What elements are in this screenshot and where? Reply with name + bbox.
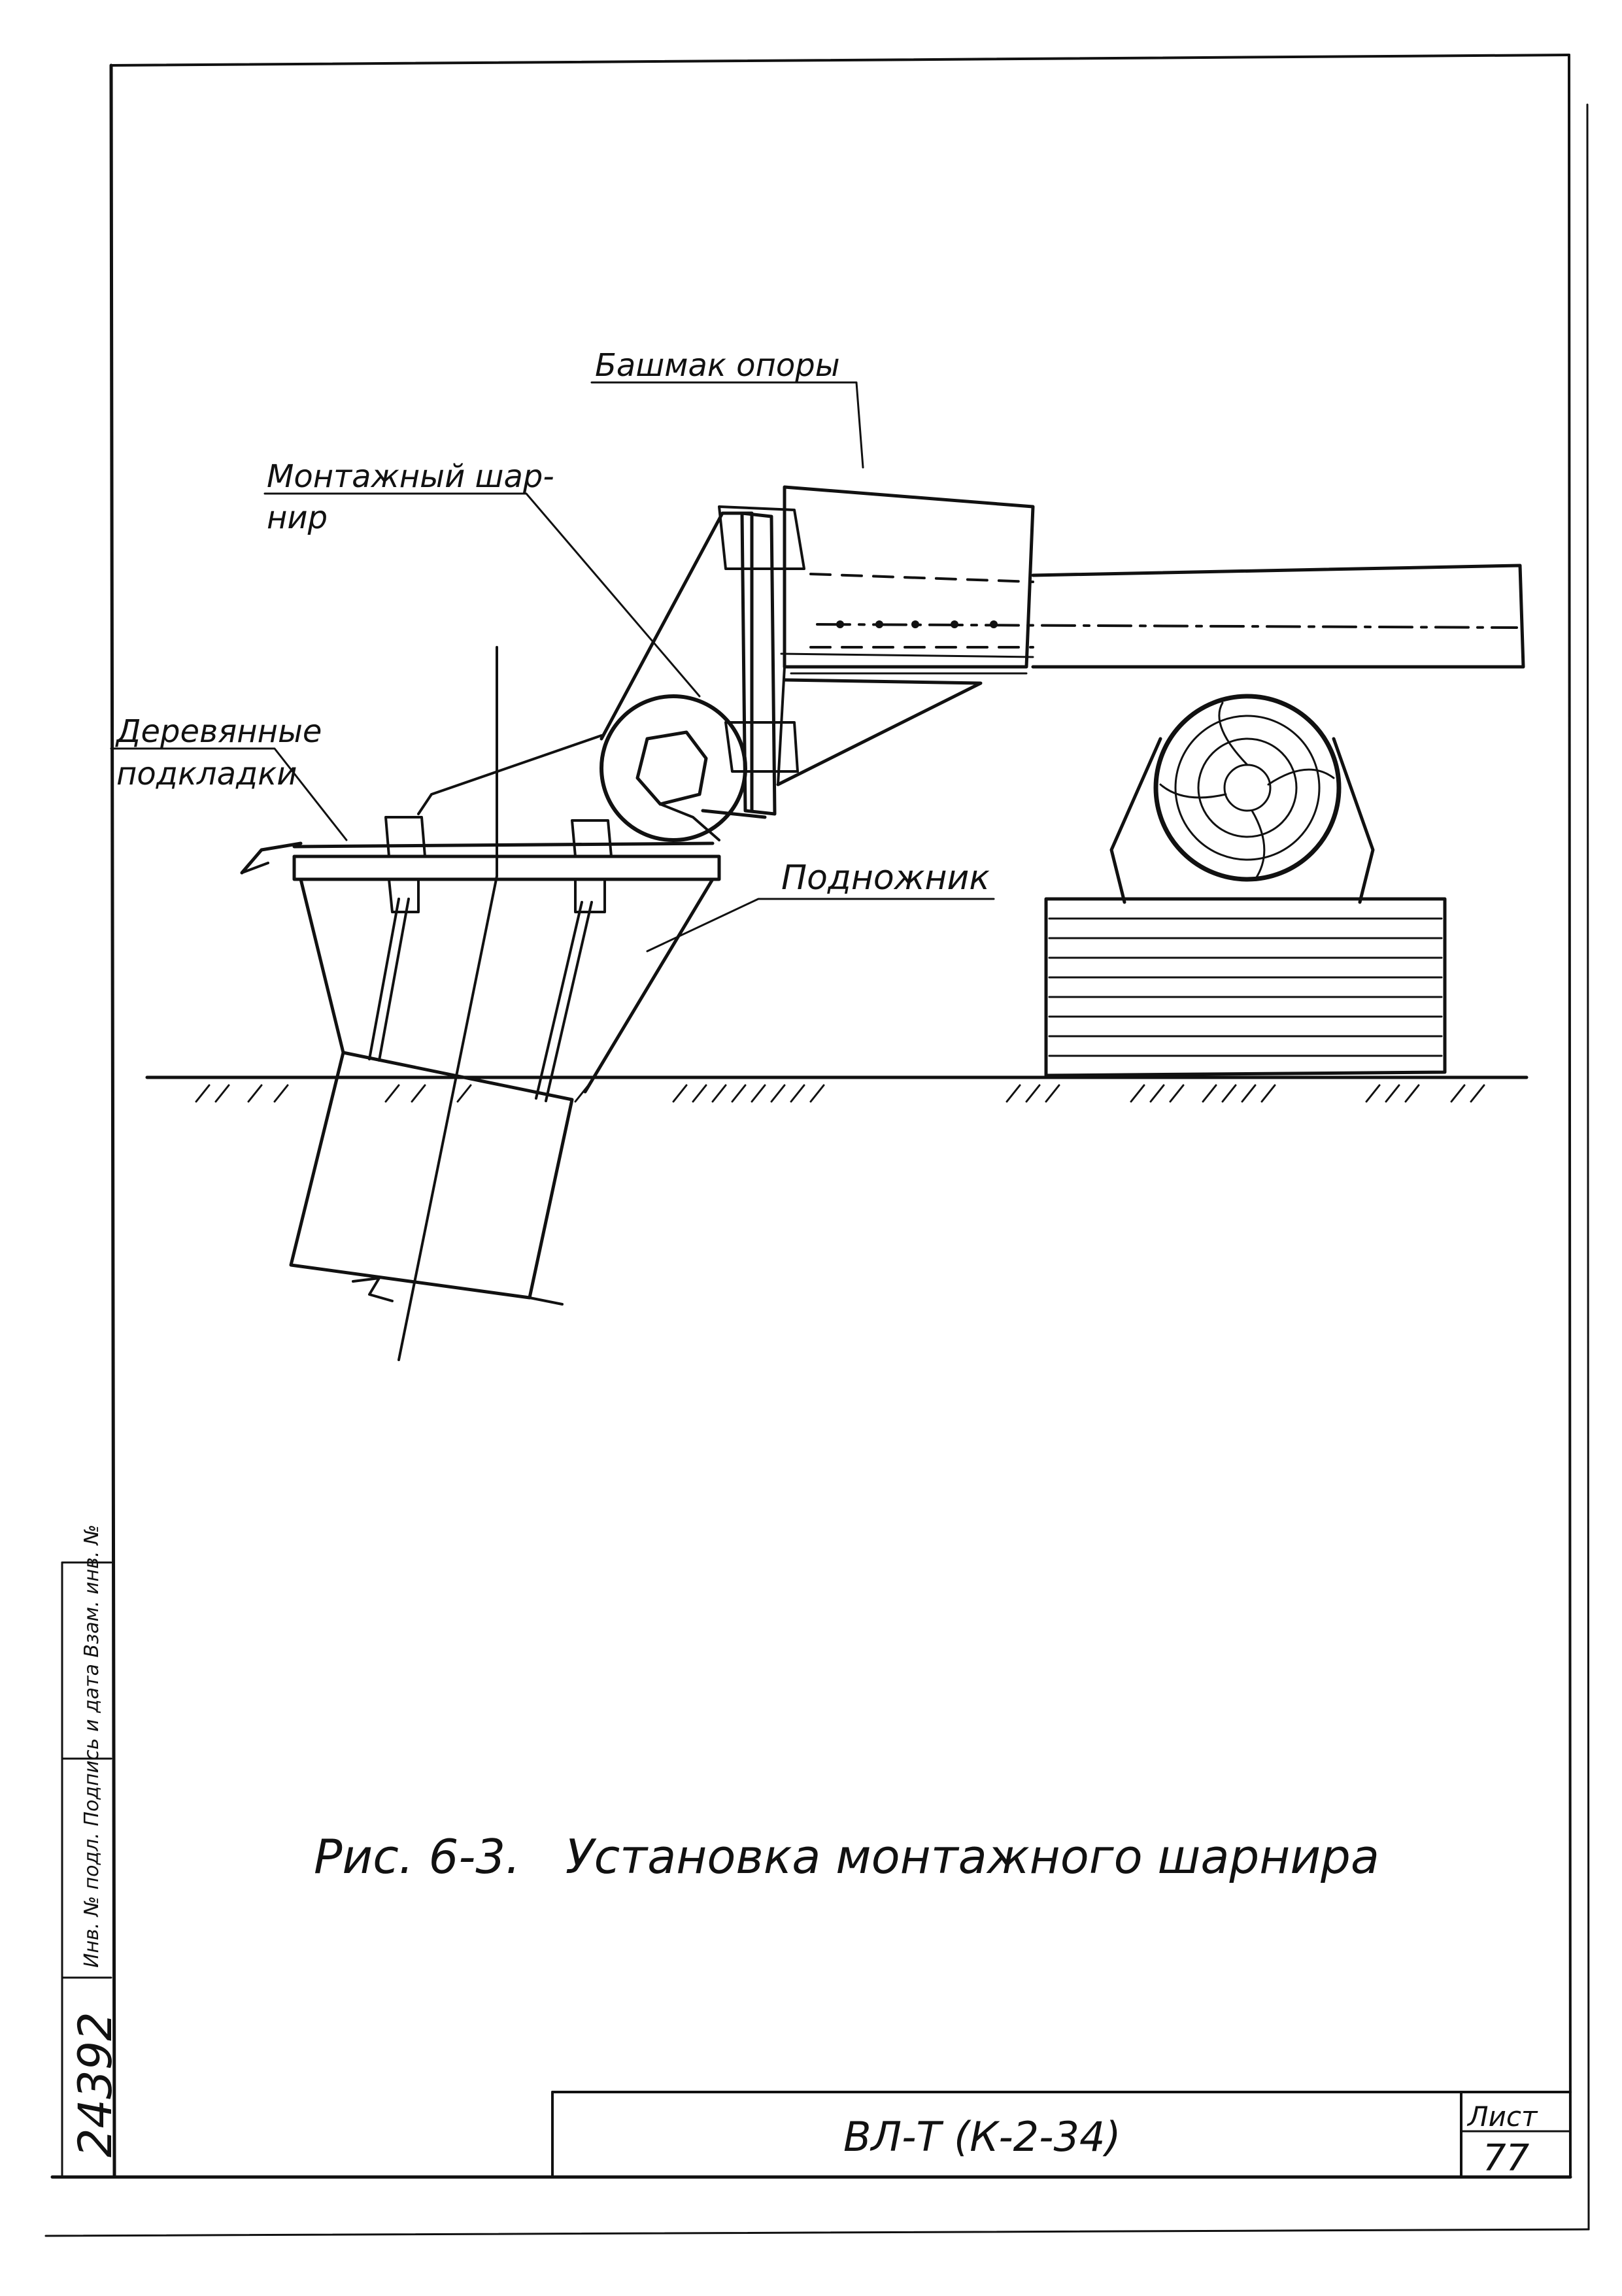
labels: Башмак опоры Монтажный шар- нир Деревянн… [110, 347, 995, 953]
ground-line [145, 1075, 1529, 1103]
title-block: ВЛ-Т (К-2-34) Лист 77 [551, 2091, 1572, 2180]
log-support [1044, 694, 1447, 1077]
mounting-hinge [417, 505, 805, 842]
sheet-label: Лист [1466, 2101, 1538, 2133]
sheet-number: 77 [1483, 2137, 1530, 2180]
footing [292, 816, 721, 1102]
beam [809, 564, 1525, 669]
foundation-pillar [289, 1051, 574, 1306]
label-mounting-hinge-2: нир [267, 499, 328, 536]
label-footing: Подножник [781, 858, 990, 898]
inventory-number: 24392 [69, 2012, 122, 2157]
axis-line [397, 646, 498, 1361]
label-wooden-pads-2: подкладки [116, 756, 297, 792]
label-support-boot: Башмак опоры [595, 347, 840, 384]
side-stamp: Инв. № подл. Подпись и дата Взам. инв. №… [61, 1525, 122, 2178]
figure-caption: Рис. 6-3. Установка монтажного шарнира [314, 1829, 1379, 1884]
drawing-frame [44, 54, 1590, 2237]
label-mounting-hinge: Монтажный шар- [267, 458, 554, 495]
side-stamp-fields: Инв. № подл. Подпись и дата Взам. инв. № [80, 1525, 103, 1968]
label-wooden-pads: Деревянные [115, 713, 322, 750]
wooden-pads [240, 841, 715, 875]
document-designation: ВЛ-Т (К-2-34) [843, 2113, 1121, 2161]
support-boot [740, 485, 1035, 816]
